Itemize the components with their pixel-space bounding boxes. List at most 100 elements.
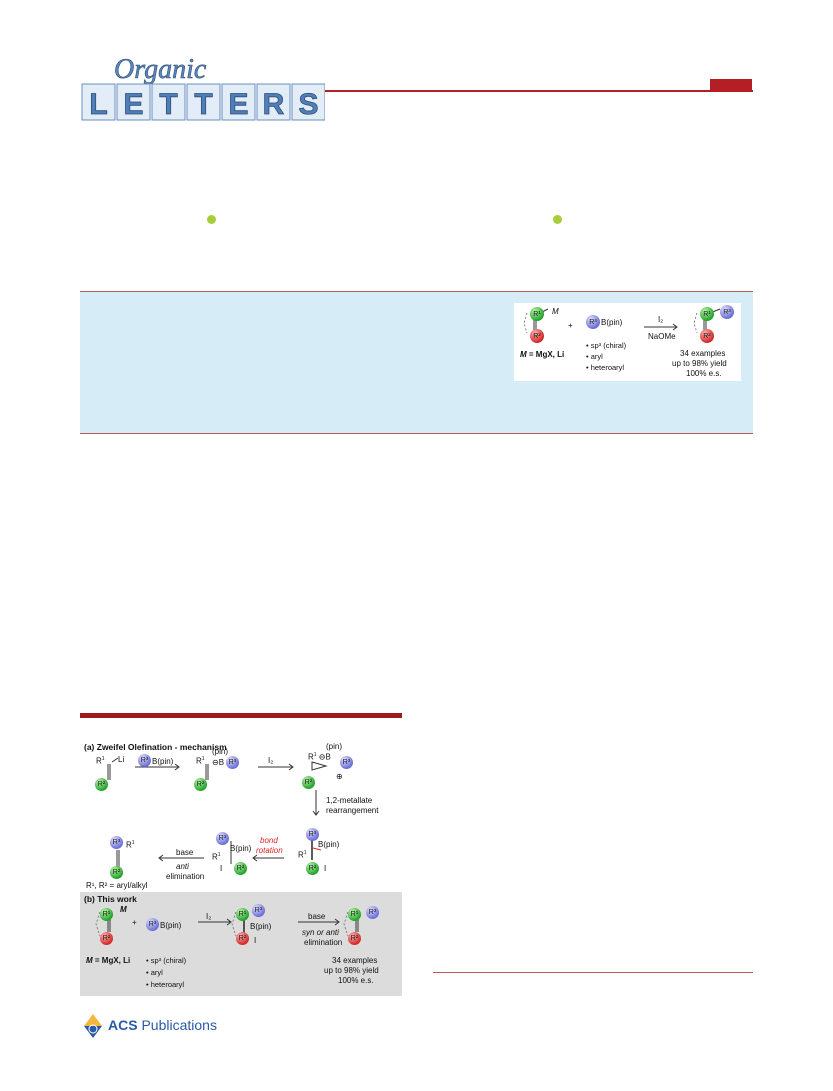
header-red-tab [710,79,752,91]
panel-a-title: (a) Zweifel Olefination - mechanism [84,742,227,752]
toc-bullet: • heteroaryl [586,363,625,372]
r3-ball: R³ [146,918,159,931]
toc-result: 34 examples [680,349,726,358]
result-line: up to 98% yield [324,966,379,975]
r3-ball: R³ [586,315,600,329]
boron-label: ⊖B [212,758,225,767]
r2-ball: R² [306,862,319,875]
elimination-label: elimination [166,872,205,881]
journal-letter-box: L [81,83,116,121]
r1-ball: R¹ [530,307,544,321]
orcid-icon[interactable] [553,215,562,224]
r3-ball: R³ [252,904,265,917]
syn-anti-label: syn or anti [302,928,339,937]
journal-letter-box: T [151,83,186,121]
orcid-icon[interactable] [207,215,216,224]
journal-letter-box: T [186,83,221,121]
r1-ball: R¹ [236,908,249,921]
rearrangement-label: 1,2-metallate [326,796,373,805]
rearrangement-label: rearrangement [326,806,379,815]
journal-letter-box: E [221,83,256,121]
toc-graphic: R¹ R² M M = MgX, Li + R³ B(pin) • sp³ (c… [514,303,741,381]
iodine-label: I₂ [268,756,274,765]
m-definition: M = MgX, Li [86,956,131,965]
journal-letter: E [228,88,248,121]
bond-rotation-label: bond [260,836,278,845]
r1-label: R1 [126,840,135,850]
acs-emblem-icon [84,1014,102,1038]
result-line: 100% e.s. [338,976,374,985]
scope-bullet: • heteroaryl [146,980,185,989]
bpin-label: B(pin) [318,840,340,849]
li-label: Li [118,755,125,764]
r1-label: R1 [298,850,307,860]
iodo-label: I [324,864,327,873]
iodo-label: I [254,936,257,945]
panel-a-bonds [107,757,328,868]
journal-letter: S [298,88,318,121]
figure-panel-a: (a) Zweifel Olefination - mechanism R1 L… [80,740,402,892]
r2-ball: R² [95,778,108,791]
pin-label: (pin) [326,742,343,751]
plus-sign: + [132,918,137,927]
r2-ball: R² [234,862,247,875]
journal-letter: T [194,88,212,121]
toc-plus: + [568,321,573,330]
bpin-label: B(pin) [250,922,272,931]
journal-letter: T [159,88,177,121]
toc-result: up to 98% yield [672,359,727,368]
scope-bullet: • aryl [146,968,163,977]
r3-ball: R³ [226,756,239,769]
r1-label: R1 [212,852,221,862]
anti-label: anti [176,862,189,871]
r1-label: R1 ⊖B [308,752,331,762]
figure-panel-b: (b) This work R¹ M R² + R³ B(pin) I₂ R¹ … [80,892,402,996]
elimination-label: elimination [304,938,343,947]
toc-reagent: I₂ [658,315,664,324]
pin-label: (pin) [212,747,229,756]
r3-ball: R³ [340,756,353,769]
journal-letter: E [123,88,143,121]
r2-ball: R² [100,932,113,945]
bpin-label: B(pin) [230,844,252,853]
r3-ball: R³ [110,836,123,849]
iodine-label: I₂ [206,912,212,921]
m-label: M [120,905,127,914]
acs-wordmark: ACS Publications [108,1017,217,1033]
r3-ball: R³ [138,754,151,767]
r1-ball: R¹ [348,908,361,921]
journal-script-name: Organic [114,54,207,85]
footnote-label: R¹, R² = aryl/alkyl [86,881,148,890]
toc-conditions: NaOMe [648,332,676,341]
toc-m-definition: M = MgX, Li [520,350,565,359]
journal-letter-box: E [116,83,151,121]
journal-letter-box: R [256,83,291,121]
journal-letter: R [263,88,285,121]
r1-ball: R¹ [700,307,714,321]
acs-publications-logo[interactable]: ACS Publications [80,1012,220,1042]
figure-top-rule [80,713,402,718]
r2-ball: R² [530,329,544,343]
toc-bullet: • aryl [586,352,603,361]
bond-rotation-label: rotation [256,846,283,855]
bpin-label: B(pin) [160,921,182,930]
r2-ball: R² [194,778,207,791]
result-line: 34 examples [332,956,378,965]
r1-ball: R¹ [100,908,113,921]
scope-bullet: • sp³ (chiral) [146,956,187,965]
footnote-rule [433,972,753,974]
base-label: base [308,912,326,921]
toc-bullet: • sp³ (chiral) [586,341,627,350]
toc-bpin: B(pin) [601,318,623,327]
bpin-label: B(pin) [152,757,174,766]
r2-ball: R² [348,932,361,945]
r1-label: R1 [196,756,205,766]
journal-letter-box: S [291,83,326,121]
iodo-label: I [220,864,223,873]
panel-b-title: (b) This work [84,894,137,904]
r2-ball: R² [700,329,714,343]
base-label: base [176,848,194,857]
